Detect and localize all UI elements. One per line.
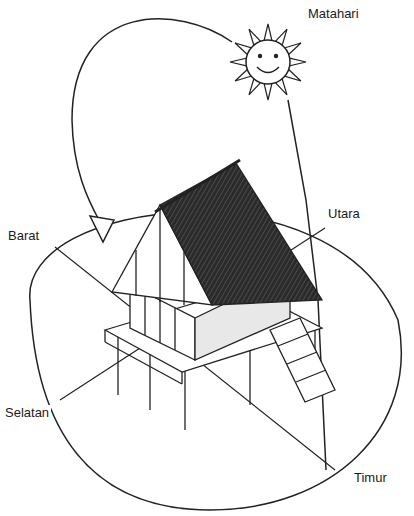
direction-label: Barat [6, 228, 41, 243]
direction-label: Timur [352, 470, 389, 485]
arrow-head [90, 216, 114, 242]
sun-symbol [230, 24, 306, 100]
direction-label: Selatan [3, 405, 51, 420]
direction-label: Utara [326, 206, 362, 221]
sun-label: Matahari [306, 6, 361, 21]
stilt-house [105, 160, 335, 430]
